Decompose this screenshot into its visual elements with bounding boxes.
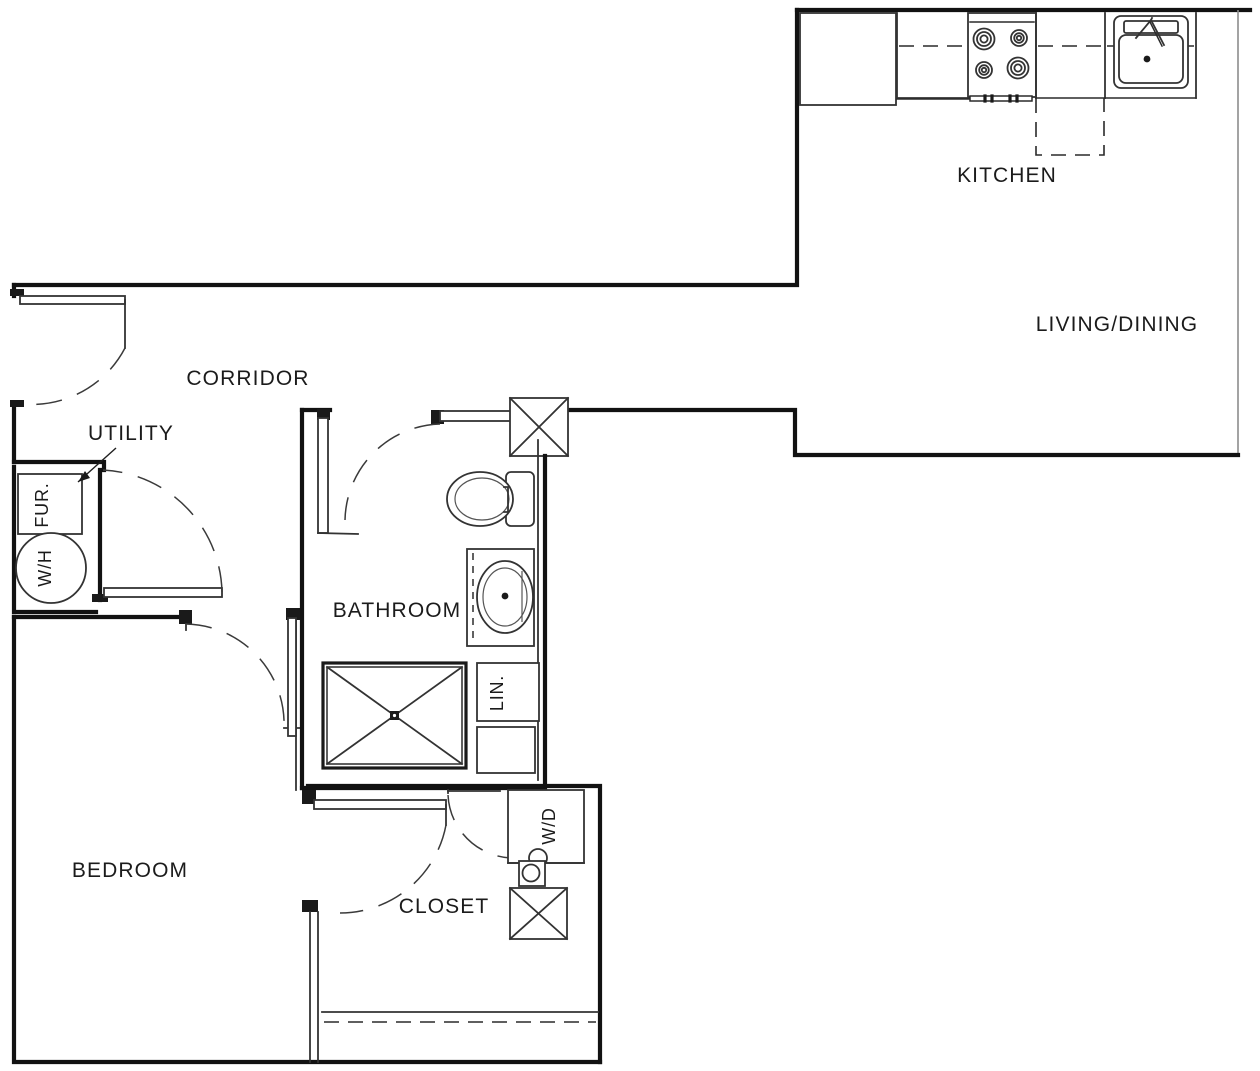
bathroom-door[interactable]	[344, 410, 513, 521]
refrigerator-icon	[799, 12, 897, 106]
dishwasher-icon	[1035, 98, 1105, 156]
bathroom-area: LIN. BATHROOM	[286, 396, 570, 791]
base-cabinet-right	[1035, 12, 1106, 99]
mechanical-chase-icon	[508, 886, 569, 941]
utility-door-swing-arc	[102, 469, 223, 593]
bedroom-west-south-wall	[11, 614, 603, 1065]
cooktop-icon	[967, 12, 1037, 103]
laundry-door-swing-arc	[447, 794, 515, 859]
cooktop-controls	[969, 94, 1033, 103]
entry-door-jamb-lower	[10, 400, 24, 407]
closet-door-left[interactable]	[302, 790, 447, 1063]
burner-large-top-left	[972, 27, 996, 51]
burner-small-top-right	[1010, 29, 1028, 47]
room-label-closet: CLOSET	[399, 895, 490, 918]
living-dining-area	[11, 7, 1241, 458]
entry-door-swing-arc	[21, 347, 126, 406]
chase-column-icon	[508, 396, 570, 458]
bathtub-shower-icon	[321, 661, 468, 770]
corridor-area: CORRIDOR	[10, 282, 309, 465]
washer-dryer-label: W/D	[539, 807, 559, 844]
room-label-utility: UTILITY	[88, 422, 174, 445]
kitchen-sink-icon	[1113, 15, 1189, 89]
burner-large-bottom-right	[1006, 56, 1030, 80]
vanity-sink-icon	[466, 548, 535, 647]
base-cabinet-left	[896, 12, 971, 100]
utility-leader-arrow	[78, 471, 90, 482]
water-heater-label: W/H	[35, 549, 55, 586]
bathroom-door-west[interactable]	[286, 409, 359, 737]
furnace-label: FUR.	[32, 482, 52, 527]
entry-door[interactable]	[10, 282, 126, 406]
living-south-wall	[563, 407, 1241, 458]
water-heater-icon: W/H	[15, 532, 87, 604]
room-label-bathroom: BATHROOM	[333, 599, 462, 622]
kitchen-area	[794, 7, 1253, 455]
laundry-door[interactable]	[447, 789, 515, 859]
toilet-icon	[446, 471, 535, 527]
furnace-icon: FUR.	[17, 473, 83, 535]
room-label-corridor: CORRIDOR	[186, 367, 309, 390]
closet-north-east-wall	[305, 783, 603, 1065]
utility-west-south-wall	[11, 464, 99, 615]
linen-label: LIN.	[487, 675, 507, 711]
utility-north-wall	[11, 459, 107, 473]
closet-area: W/D CLOSET	[302, 783, 603, 1065]
room-label-kitchen: KITCHEN	[957, 164, 1057, 187]
bedroom-door[interactable]	[179, 610, 301, 729]
bathroom-door-swing-arc	[344, 423, 441, 521]
room-label-living-dining: LIVING/DINING	[1036, 313, 1199, 336]
utility-door[interactable]	[92, 469, 223, 602]
linen-lower-box	[476, 726, 536, 774]
floor-drain-icon	[518, 848, 548, 887]
burner-small-bottom-left	[975, 61, 993, 79]
room-label-bedroom: BEDROOM	[72, 859, 188, 882]
utility-room: FUR. W/H UTILITY	[11, 422, 223, 615]
linen-closet-icon: LIN.	[476, 662, 540, 722]
washer-dryer-icon: W/D	[507, 789, 585, 864]
bedroom-area: BEDROOM	[11, 610, 603, 1065]
bedroom-door-swing-arc	[185, 623, 285, 729]
living-west-wall	[11, 7, 800, 288]
closet-shelf-rod	[321, 1011, 599, 1023]
closet-door-swing-arc	[339, 824, 447, 914]
